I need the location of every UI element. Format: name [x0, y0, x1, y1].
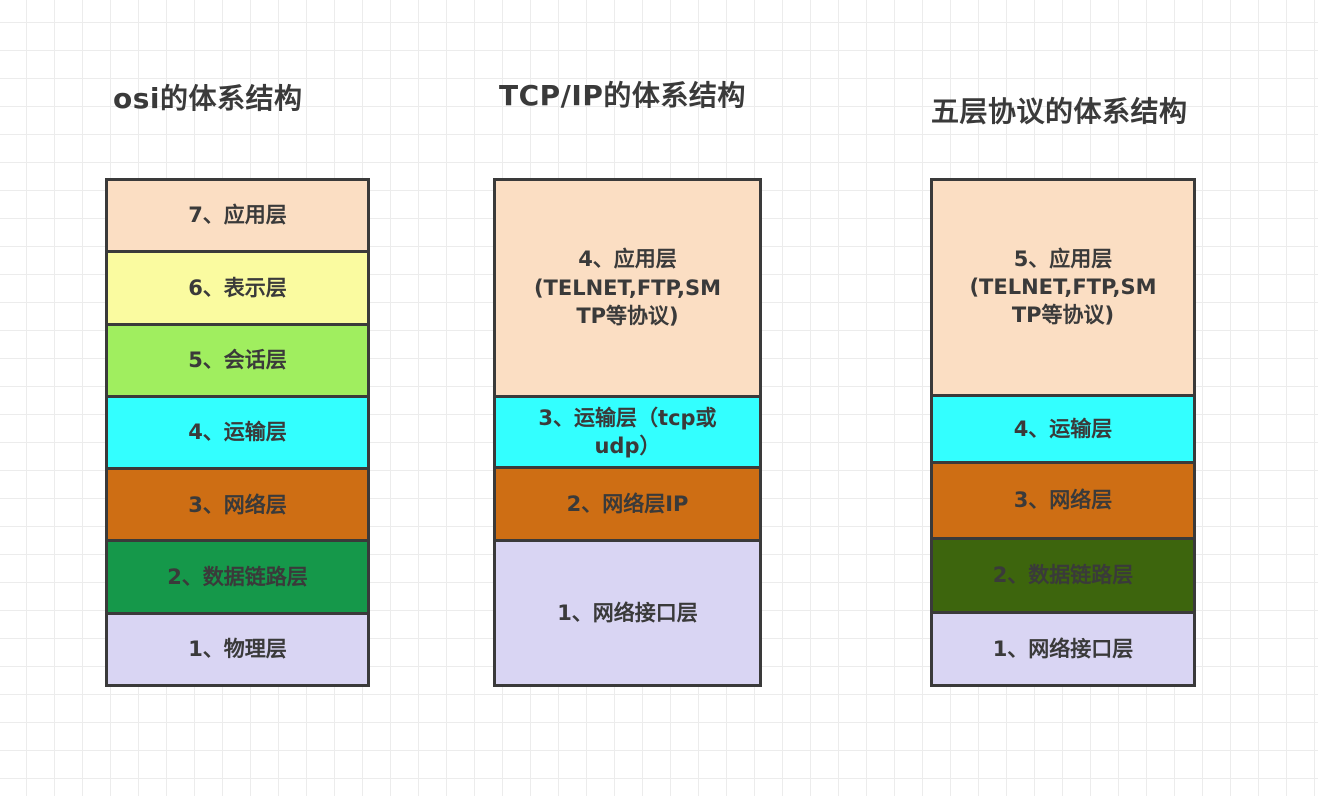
layer-label-line: 4、应用层: [578, 247, 677, 272]
layer-box: 2、数据链路层: [933, 536, 1193, 612]
layer-label-line: TP等协议): [1011, 303, 1115, 328]
layer-label-line: 3、运输层（tcp或: [538, 405, 717, 430]
layer-label-line: 6、表示层: [188, 275, 287, 300]
layer-box: 1、物理层: [108, 611, 367, 684]
tcpip-layer-stack: 4、应用层 (TELNET,FTP,SM TP等协议) 3、运输层（tcp或 udp） 2…: [493, 178, 762, 687]
layer-label-line: 2、数据链路层: [992, 563, 1134, 588]
layer-box: 1、网络接口层: [496, 539, 759, 684]
layer-box: 1、网络接口层: [933, 611, 1193, 685]
layer-box: 2、数据链路层: [108, 539, 367, 612]
layer-label-line: udp）: [594, 433, 661, 458]
layer-label-line: 3、网络层: [1013, 488, 1113, 513]
layer-label-line: 2、网络层IP: [566, 491, 689, 516]
fivelayer-layer-stack: 5、应用层 (TELNET,FTP,SM TP等协议) 4、运输层 3、网络层 2、数据链…: [930, 178, 1196, 687]
layer-box: 5、会话层: [108, 322, 367, 395]
layer-label-line: 2、数据链路层: [167, 564, 308, 589]
layer-label-line: 1、物理层: [188, 637, 287, 662]
layer-label-line: 1、网络接口层: [992, 637, 1134, 662]
layer-box: 7、应用层: [108, 181, 367, 251]
layer-label-line: 1、网络接口层: [557, 600, 698, 625]
layer-label-line: (TELNET,FTP,SM: [969, 275, 1157, 300]
layer-box: 5、应用层 (TELNET,FTP,SM TP等协议): [933, 181, 1193, 394]
layer-label-line: 4、运输层: [188, 420, 287, 445]
tcpip-stack-title: TCP/IP的体系结构: [499, 79, 746, 112]
layer-label-line: 5、会话层: [188, 348, 287, 373]
layer-box: 4、运输层: [933, 393, 1193, 462]
osi-stack-title: osi的体系结构: [113, 82, 303, 115]
layer-box: 3、网络层: [933, 461, 1193, 537]
layer-label-line: (TELNET,FTP,SM: [533, 275, 722, 300]
layer-label-line: 3、网络层: [188, 492, 287, 517]
layer-label-line: TP等协议): [576, 304, 679, 329]
layer-box: 3、运输层（tcp或 udp）: [496, 394, 759, 467]
fivelayer-stack-title: 五层协议的体系结构: [931, 95, 1188, 128]
layer-box: 3、网络层: [108, 467, 367, 540]
osi-layer-stack: 7、应用层 6、表示层 5、会话层 4、运输层 3、网络层 2、数据链路层 1、物理层: [105, 178, 370, 687]
layer-label-line: 4、运输层: [1013, 416, 1113, 441]
layer-label-line: 7、应用层: [188, 203, 287, 228]
layer-label-line: 5、应用层: [1013, 246, 1113, 271]
layer-box: 4、应用层 (TELNET,FTP,SM TP等协议): [496, 181, 759, 395]
layer-box: 6、表示层: [108, 250, 367, 323]
layer-box: 2、网络层IP: [496, 466, 759, 540]
layer-box: 4、运输层: [108, 394, 367, 468]
